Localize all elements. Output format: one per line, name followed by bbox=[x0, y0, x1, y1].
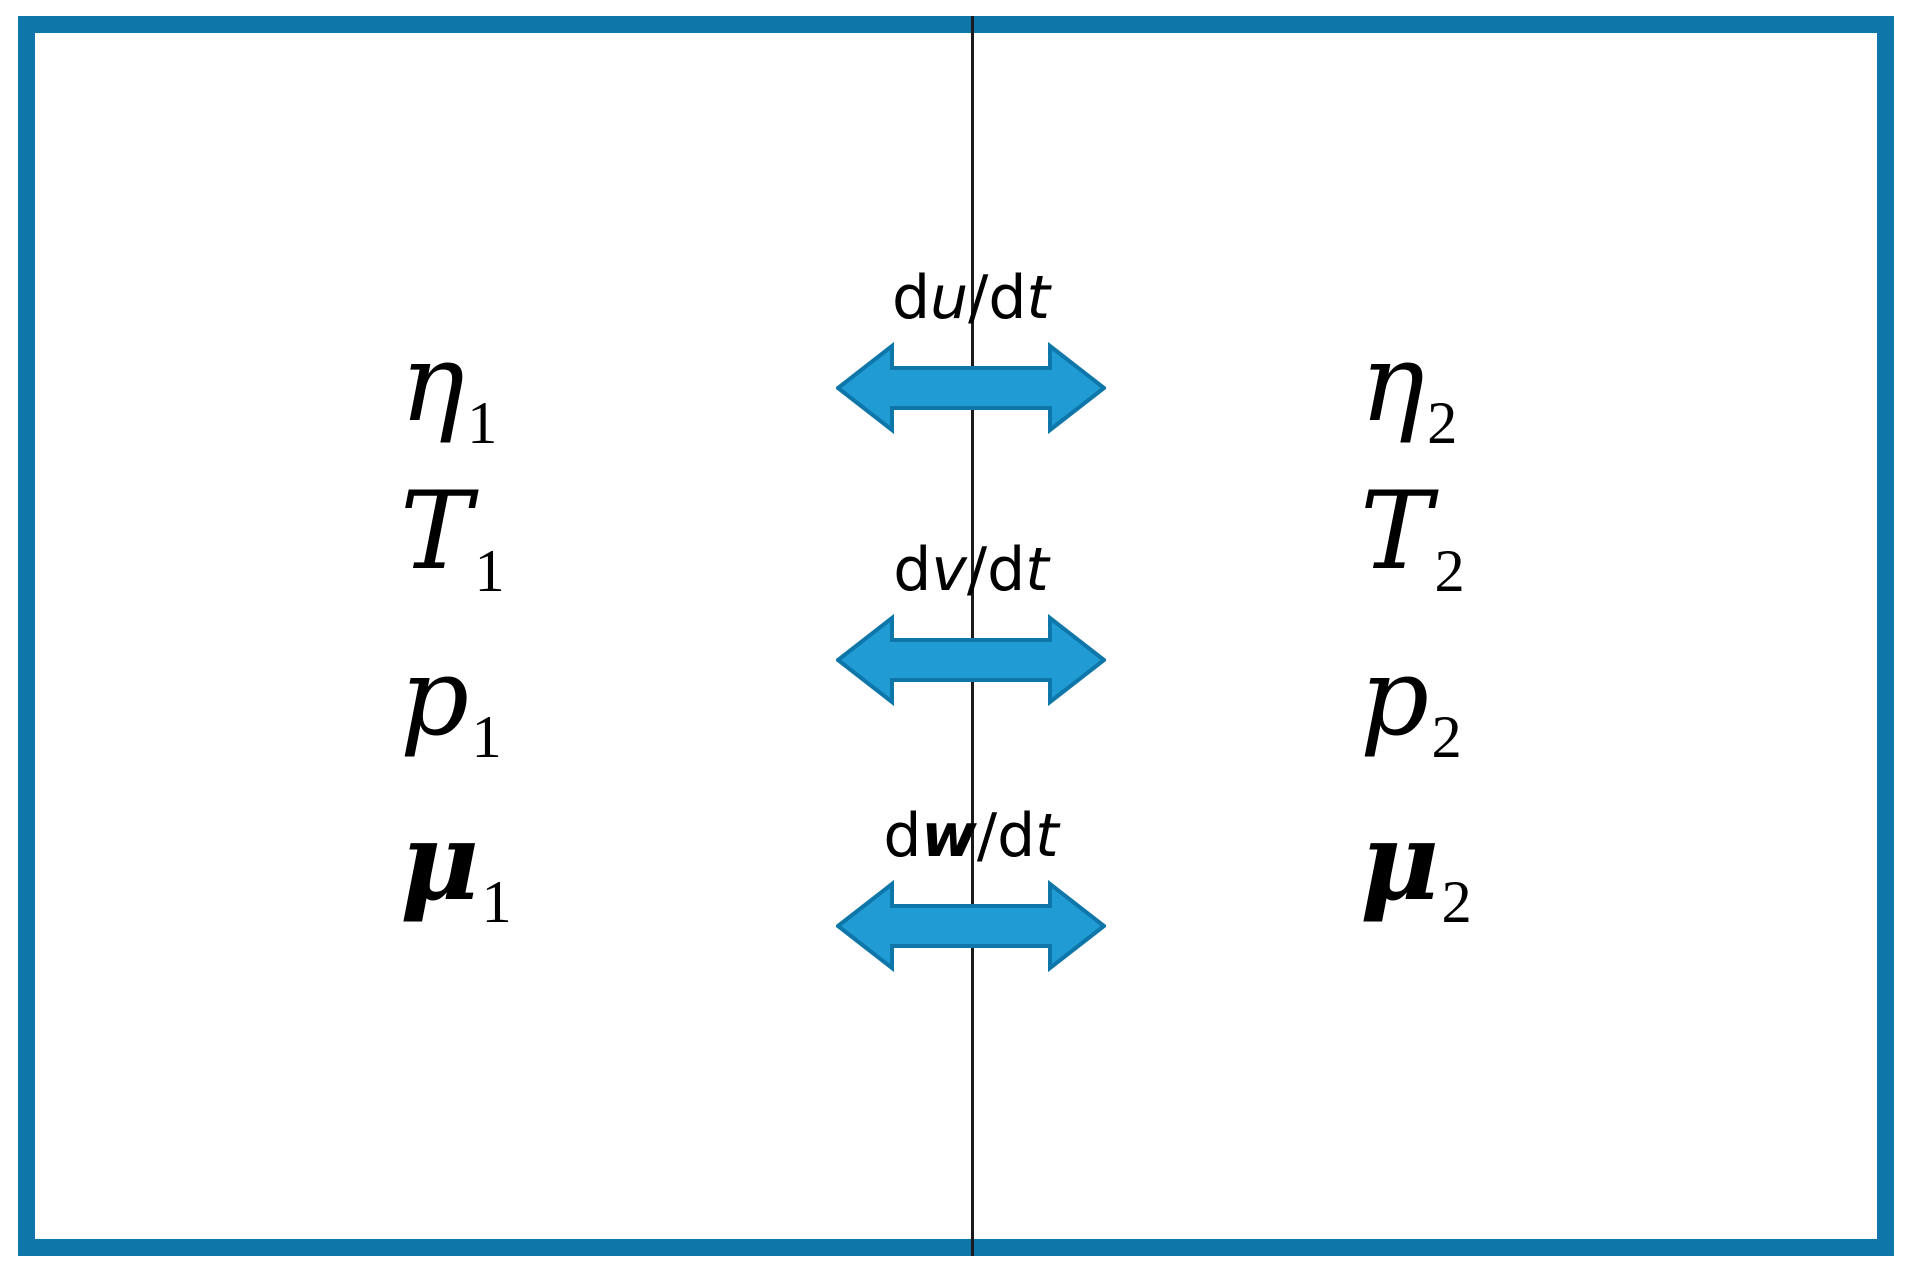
interface-divider-line bbox=[971, 16, 974, 1256]
symbol-chemical-potential-1: μ1 bbox=[400, 799, 512, 936]
symbol-temperature-2: T2 bbox=[1360, 469, 1465, 605]
left-region-symbols: η1 T1 p1 μ1 bbox=[400, 330, 730, 933]
flux-group-dw-dt: dw/dt bbox=[836, 806, 1106, 976]
flux-group-du-dt: du/dt bbox=[836, 268, 1106, 438]
double-headed-arrow-icon bbox=[836, 613, 1106, 707]
symbol-pressure-2: p2 bbox=[1360, 635, 1462, 771]
flux-label-du-dt: du/dt bbox=[892, 263, 1050, 333]
flux-label-dw-dt: dw/dt bbox=[883, 801, 1059, 871]
double-headed-arrow-icon bbox=[836, 341, 1106, 435]
double-headed-arrow-icon bbox=[836, 879, 1106, 973]
symbol-eta-2: η2 bbox=[1360, 321, 1458, 457]
control-volume-frame bbox=[18, 16, 1894, 1256]
symbol-eta-1: η1 bbox=[400, 321, 498, 457]
symbol-pressure-1: p1 bbox=[400, 635, 502, 771]
right-region-symbols: η2 T2 p2 μ2 bbox=[1360, 330, 1690, 933]
symbol-chemical-potential-2: μ2 bbox=[1360, 799, 1472, 936]
symbol-temperature-1: T1 bbox=[400, 469, 505, 605]
flux-group-dv-dt: dv/dt bbox=[836, 540, 1106, 710]
flux-label-dv-dt: dv/dt bbox=[893, 535, 1049, 605]
